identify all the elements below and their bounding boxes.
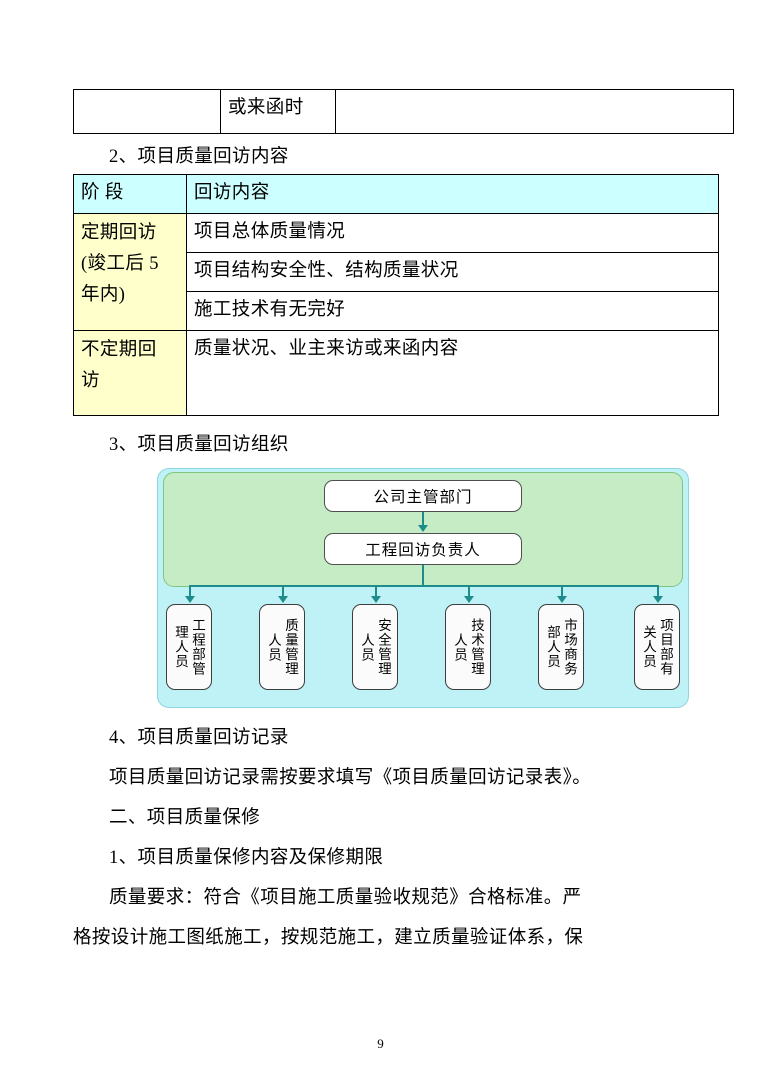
heading-item-2-wrap: 2、项目质量回访内容 [73, 137, 688, 177]
content-cell: 项目总体质量情况 [186, 213, 719, 253]
table-row: 项目结构安全性、结构质量状况 [74, 252, 719, 292]
header-content: 回访内容 [186, 174, 719, 214]
table-header-row: 阶 段 回访内容 [73, 174, 719, 214]
org-leaf-market-business: 市场商务部人员 [538, 604, 584, 690]
org-leaf-technical-mgmt: 技术管理人员 [445, 604, 491, 690]
stage-regular-line-3: 年内) [81, 285, 126, 305]
org-chart: 公司主管部门 工程回访负责人 工程部管理人员 质量管理人员 [157, 468, 689, 708]
connector-mid-down [422, 565, 424, 586]
connector-bus-bar [189, 585, 657, 587]
heading-item-3-wrap: 3、项目质量回访组织 [73, 425, 688, 465]
org-leaf-label: 市场商务部人员 [545, 618, 577, 676]
heading-item-4: 4、项目质量回访记录 [109, 728, 289, 748]
continued-table: 或来函时 [73, 89, 734, 134]
table-row: 或来函时 [73, 89, 734, 134]
connector-drop-3 [375, 585, 377, 597]
org-node-mid: 工程回访负责人 [324, 533, 522, 565]
arrow-drop-4-icon [464, 596, 474, 603]
table-row: 施工技术有无完好 [74, 291, 719, 331]
table-row: 不定期回 访 质量状况、业主来访或来函内容 [73, 330, 719, 416]
quality-req-line-1: 质量要求：符合《项目施工质量验收规范》合格标准。严 [109, 888, 582, 908]
stage-irregular-line-1: 不定期回 [81, 340, 157, 360]
arrow-top-to-mid-icon [418, 525, 428, 532]
org-leaf-quality-mgmt: 质量管理人员 [259, 604, 305, 690]
org-node-mid-label: 工程回访负责人 [365, 542, 481, 559]
connector-drop-4 [468, 585, 470, 597]
org-leaf-label: 质量管理人员 [266, 618, 298, 676]
org-leaf-label: 安全管理人员 [359, 618, 391, 676]
page-number: 9 [377, 1036, 384, 1051]
table-row: 定期回访 (竣工后 5 年内) 项目总体质量情况 [73, 213, 719, 331]
visit-content-table: 阶 段 回访内容 定期回访 (竣工后 5 年内) 项目总体质量情况 项目结构安全… [73, 174, 719, 416]
connector-drop-5 [561, 585, 563, 597]
org-leaf-safety-mgmt: 安全管理人员 [352, 604, 398, 690]
connector-top-to-mid [422, 512, 424, 526]
heading-item-2-1: 1、项目质量保修内容及保修期限 [109, 848, 384, 868]
org-node-top-label: 公司主管部门 [373, 489, 473, 506]
heading-item-3: 3、项目质量回访组织 [109, 435, 289, 455]
content-cell: 质量状况、业主来访或来函内容 [186, 330, 719, 416]
header-stage: 阶 段 [73, 174, 187, 214]
record-note: 项目质量回访记录需按要求填写《项目质量回访记录表》。 [109, 768, 592, 788]
heading-item-2: 2、项目质量回访内容 [109, 147, 289, 167]
connector-drop-2 [282, 585, 284, 597]
arrow-drop-2-icon [278, 596, 288, 603]
arrow-drop-6-icon [653, 596, 663, 603]
org-leaf-engineering-dept: 工程部管理人员 [166, 604, 212, 690]
table-cell-empty-left [73, 89, 221, 134]
connector-drop-1 [189, 585, 191, 597]
connector-drop-6 [657, 585, 659, 597]
stage-regular-visit: 定期回访 (竣工后 5 年内) [73, 213, 187, 331]
stage-regular-line-2: (竣工后 5 [81, 254, 159, 274]
content-cell: 项目结构安全性、结构质量状况 [186, 252, 719, 292]
stage-irregular-line-2: 访 [81, 371, 100, 391]
org-leaf-project-dept: 项目部有关人员 [634, 604, 680, 690]
content-cell: 施工技术有无完好 [186, 291, 719, 331]
stage-regular-line-1: 定期回访 [81, 223, 157, 243]
org-leaf-label: 工程部管理人员 [173, 618, 205, 676]
heading-section-2: 二、项目质量保修 [109, 808, 261, 828]
stage-irregular-visit: 不定期回 访 [73, 330, 187, 416]
org-leaf-label: 技术管理人员 [452, 618, 484, 676]
arrow-drop-1-icon [185, 596, 195, 603]
org-node-top: 公司主管部门 [324, 480, 522, 512]
table-cell-empty-right [335, 89, 734, 134]
arrow-drop-3-icon [371, 596, 381, 603]
table-cell-or-letter: 或来函时 [220, 89, 336, 134]
body-text-block: 4、项目质量回访记录 项目质量回访记录需按要求填写《项目质量回访记录表》。 二、… [73, 718, 688, 958]
org-leaf-label: 项目部有关人员 [641, 618, 673, 676]
arrow-drop-5-icon [557, 596, 567, 603]
quality-req-line-2: 格按设计施工图纸施工，按规范施工，建立质量验证体系，保 [73, 928, 584, 948]
